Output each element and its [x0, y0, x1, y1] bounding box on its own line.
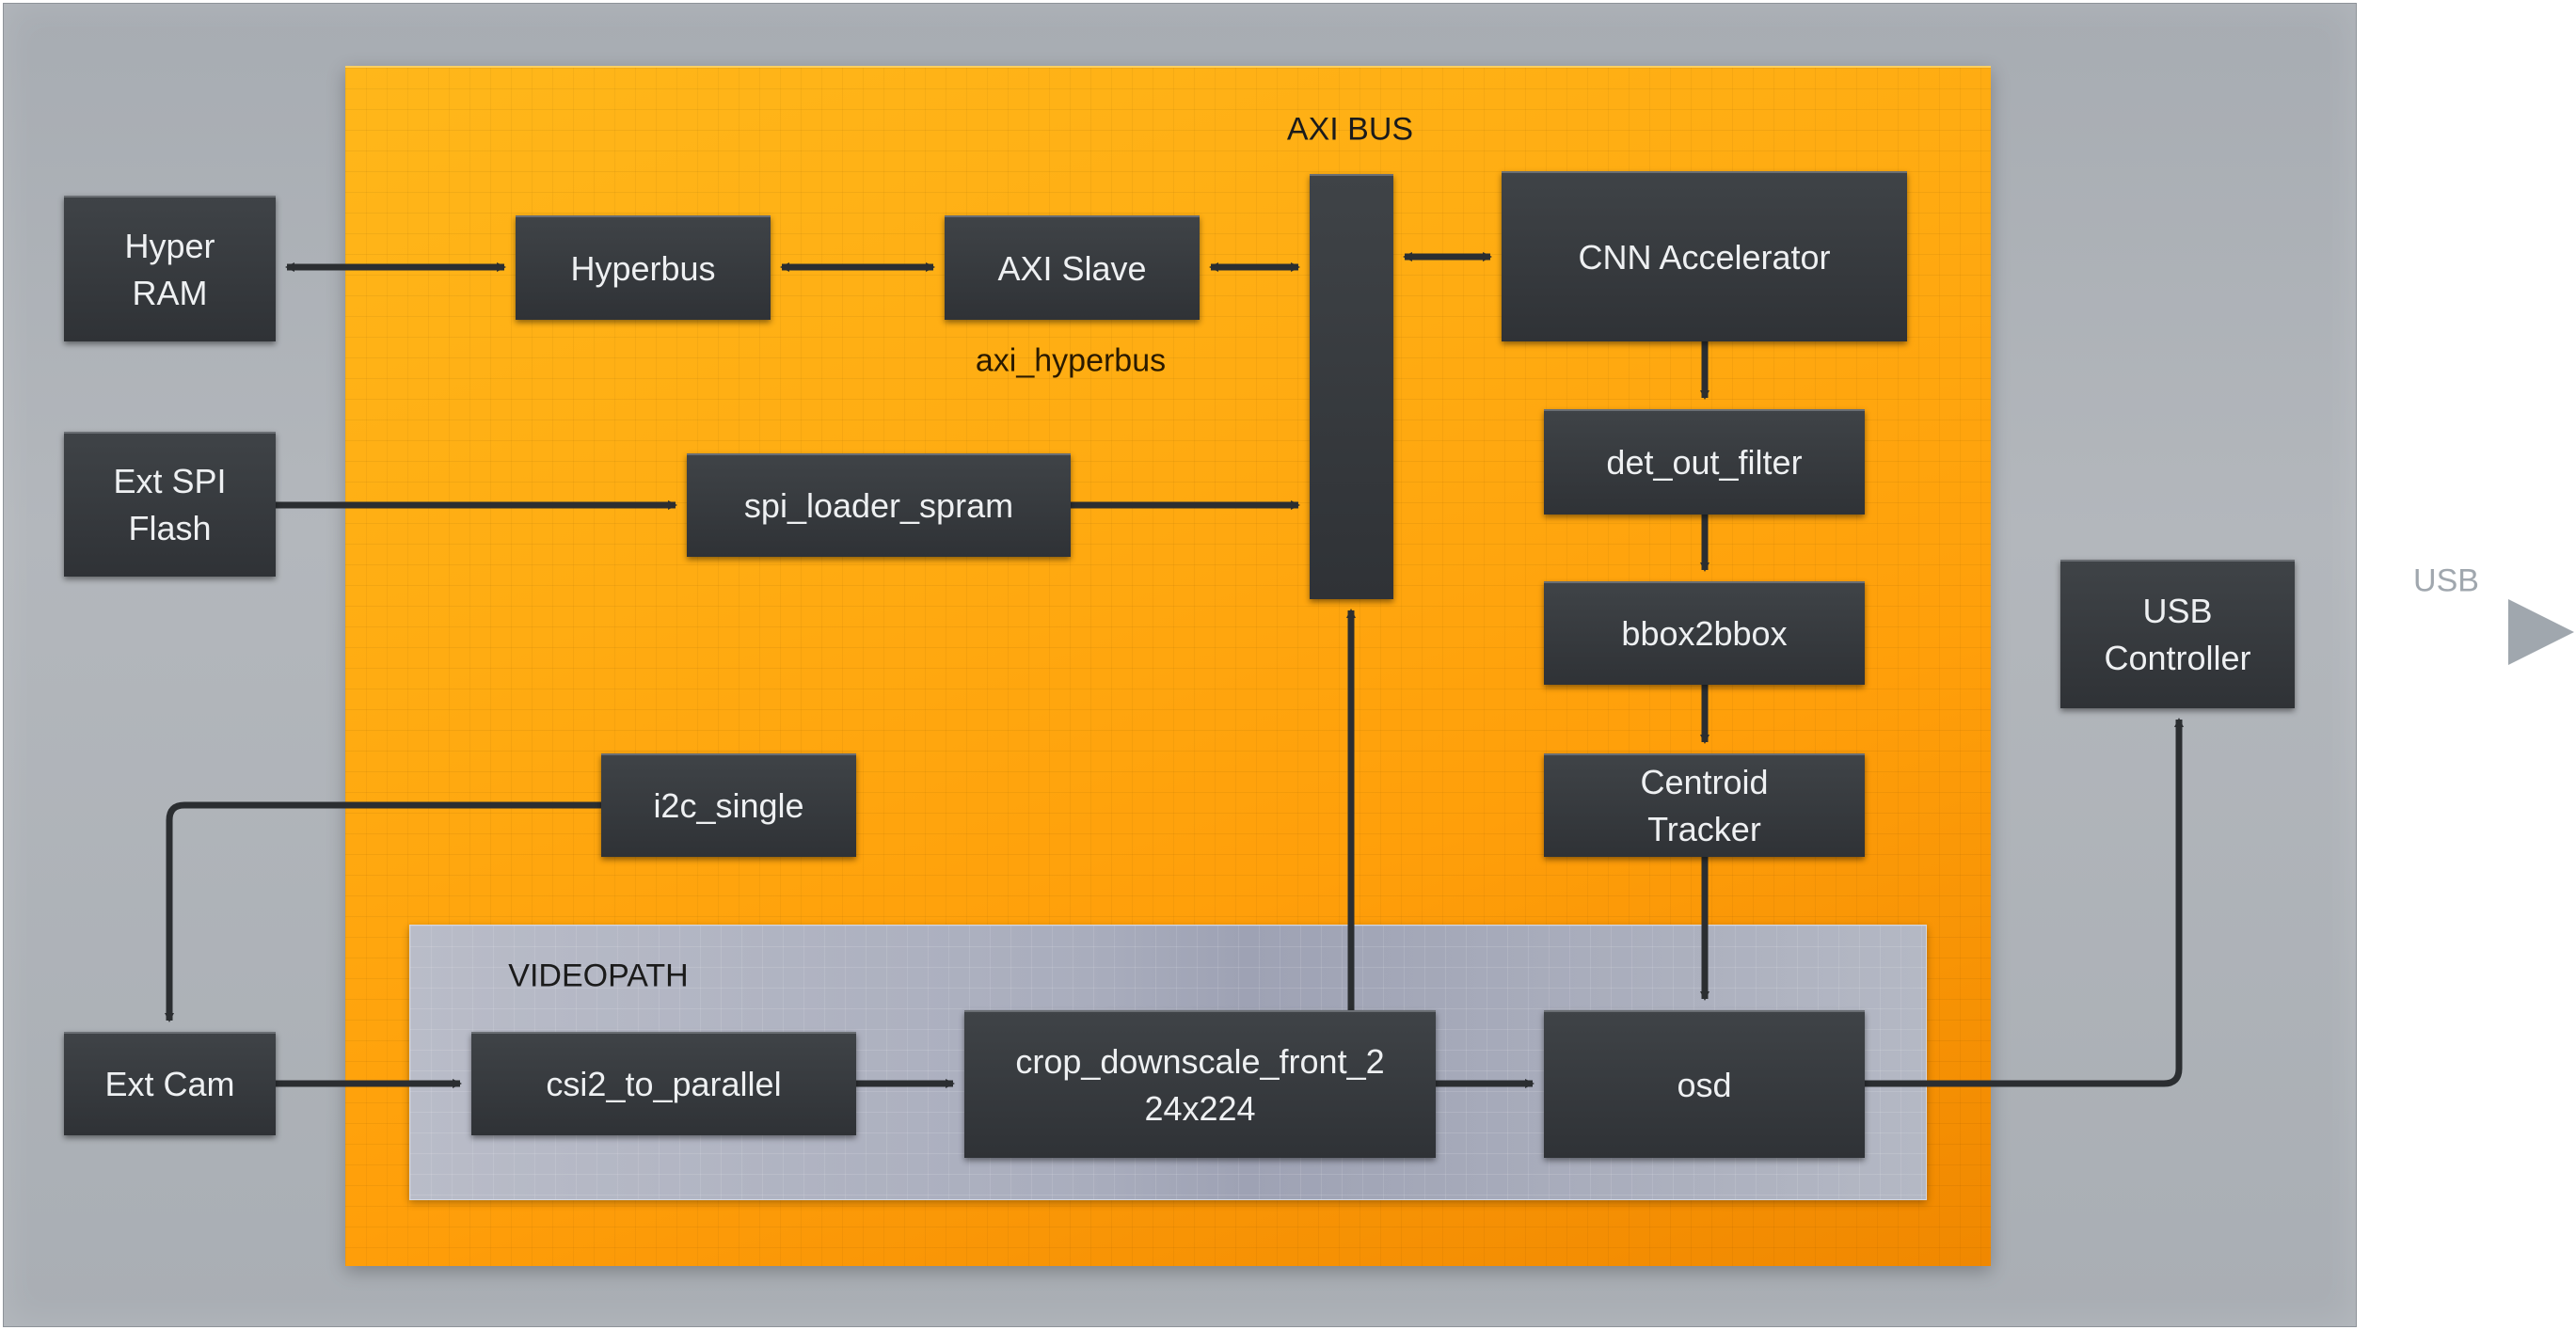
ext-spi-flash-block[interactable]: Ext SPI Flash	[64, 432, 276, 577]
det-out-filter-block[interactable]: det_out_filter	[1544, 409, 1865, 515]
bbox2bbox-block[interactable]: bbox2bbox	[1544, 581, 1865, 685]
csi2-to-parallel-block[interactable]: csi2_to_parallel	[471, 1032, 856, 1135]
hyper-ram-block[interactable]: Hyper RAM	[64, 196, 276, 341]
i2c-single-block[interactable]: i2c_single	[601, 753, 856, 857]
axi-slave-block[interactable]: AXI Slave	[945, 215, 1200, 320]
hyperbus-block[interactable]: Hyperbus	[516, 215, 771, 320]
usb-label: USB	[2413, 562, 2479, 599]
cnn-accelerator-block[interactable]: CNN Accelerator	[1502, 171, 1907, 341]
videopath-label: VIDEOPATH	[508, 958, 689, 994]
ext-cam-block[interactable]: Ext Cam	[64, 1032, 276, 1135]
spi-loader-spram-block[interactable]: spi_loader_spram	[687, 453, 1071, 557]
crop-downscale-block[interactable]: crop_downscale_front_2 24x224	[964, 1010, 1436, 1158]
axi-bus-label: AXI BUS	[1286, 111, 1414, 148]
centroid-tracker-block[interactable]: Centroid Tracker	[1544, 753, 1865, 857]
osd-block[interactable]: osd	[1544, 1010, 1865, 1158]
axi-bus-bar[interactable]	[1310, 174, 1393, 599]
axi-hyperbus-label: axi_hyperbus	[975, 342, 1167, 379]
usb-controller-block[interactable]: USB Controller	[2060, 560, 2295, 708]
